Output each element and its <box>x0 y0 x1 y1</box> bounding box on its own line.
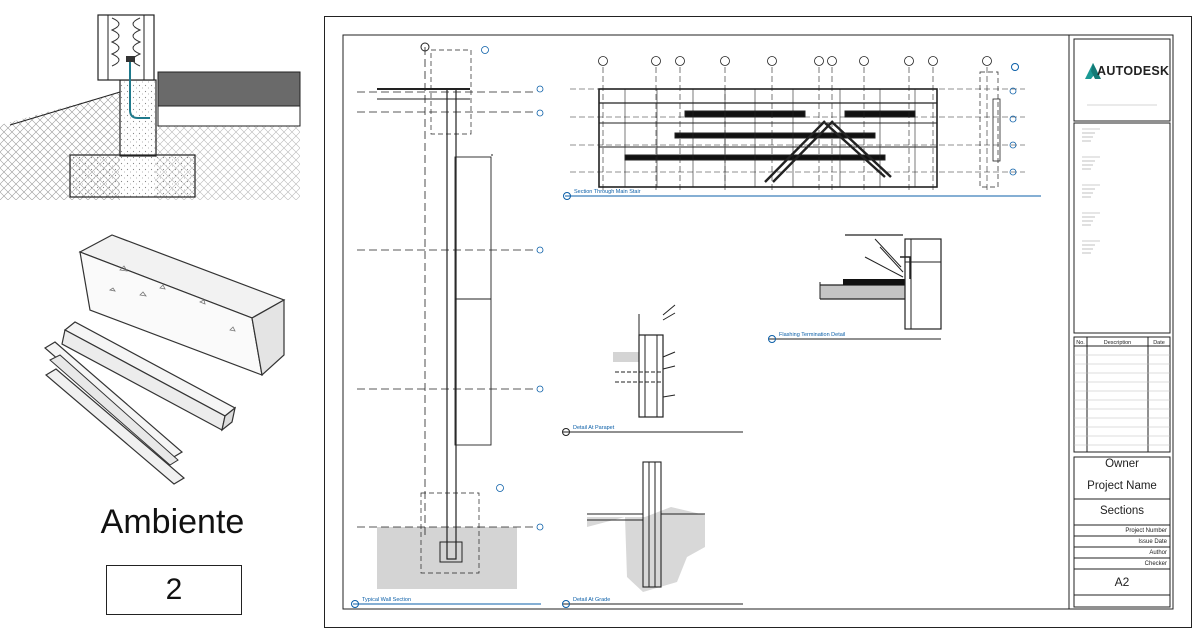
detail-parapet <box>562 304 743 436</box>
view-title-grade: Detail At Grade <box>573 597 611 603</box>
sheet-drawing <box>342 34 1174 610</box>
flashing-detail <box>768 234 942 343</box>
autodesk-logo-text: AUTODESK <box>1097 64 1170 78</box>
project-name-field: Project Name <box>1087 480 1157 492</box>
drawing-sheet: AUTODESK No. Description Date Owner Proj… <box>324 16 1192 628</box>
author-field: Author <box>1149 550 1167 556</box>
view-title-parapet: Detail At Parapet <box>573 425 615 431</box>
view-title-flashing: Flashing Termination Detail <box>779 332 846 338</box>
number-box: 2 <box>106 565 242 615</box>
beams-icon <box>43 234 286 485</box>
owner-field: Owner <box>1105 458 1139 470</box>
sheet-number-field: A2 <box>1114 575 1130 589</box>
wall-footing-icon <box>0 14 301 200</box>
issue-date-field: Issue Date <box>1138 539 1167 545</box>
revision-date-header: Date <box>1153 340 1165 346</box>
revision-no-header: No. <box>1076 340 1085 346</box>
section-main-stair <box>536 56 1041 200</box>
view-title-wall-section: Typical Wall Section <box>362 597 412 603</box>
sheet-title-field: Sections <box>1099 505 1145 517</box>
detail-grade <box>562 461 743 608</box>
typical-wall-section <box>351 42 544 608</box>
left-panel <box>0 0 320 638</box>
checker-field: Checker <box>1144 561 1167 567</box>
ambiente-label: Ambiente <box>100 503 245 541</box>
revision-description-header: Description <box>1103 340 1132 346</box>
project-number-field: Project Number <box>1125 528 1167 534</box>
view-title-main-stair: Section Through Main Stair <box>574 189 641 195</box>
